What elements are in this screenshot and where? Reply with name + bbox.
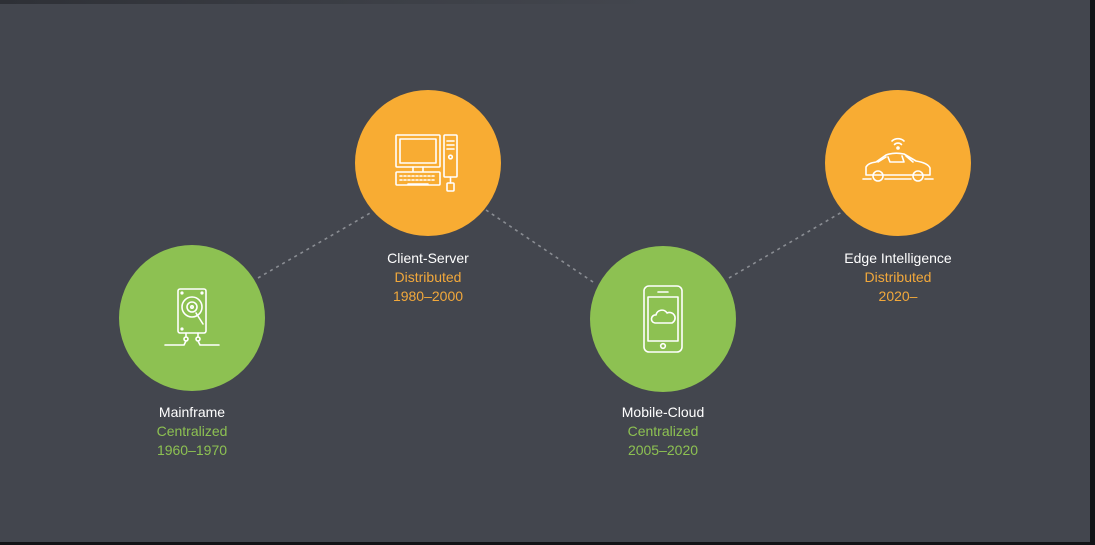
hard-drive-icon <box>164 288 220 346</box>
connector-client-server-mobile-cloud <box>485 209 597 285</box>
era-label-client-server: Client-Server Distributed 1980–2000 <box>318 249 538 306</box>
era-label-mainframe: Mainframe Centralized 1960–1970 <box>82 403 302 460</box>
era-node-mobile-cloud <box>590 246 736 392</box>
era-type: Centralized <box>627 423 699 439</box>
era-type: Distributed <box>394 269 462 285</box>
era-name: Edge Intelligence <box>844 250 952 266</box>
top-strip <box>0 0 1090 4</box>
era-name: Mobile-Cloud <box>621 404 705 420</box>
smartphone-cloud-icon <box>643 285 683 353</box>
desktop-computer-icon <box>395 134 458 192</box>
connected-car-icon <box>862 137 934 182</box>
era-node-edge-intelligence <box>825 90 971 236</box>
era-name: Mainframe <box>158 404 226 420</box>
era-type: Centralized <box>156 423 228 439</box>
era-node-mainframe <box>119 245 265 391</box>
era-years: 2005–2020 <box>627 442 699 458</box>
era-name: Client-Server <box>387 250 469 266</box>
era-type: Distributed <box>864 269 932 285</box>
era-years: 2020– <box>878 288 918 304</box>
era-label-mobile-cloud: Mobile-Cloud Centralized 2005–2020 <box>553 403 773 460</box>
era-years: 1960–1970 <box>156 442 228 458</box>
era-label-edge-intelligence: Edge Intelligence Distributed 2020– <box>788 249 1008 306</box>
era-years: 1980–2000 <box>392 288 464 304</box>
era-node-client-server <box>355 90 501 236</box>
connector-mobile-cloud-edge-intelligence <box>728 211 843 279</box>
connector-mainframe-client-server <box>257 211 373 279</box>
